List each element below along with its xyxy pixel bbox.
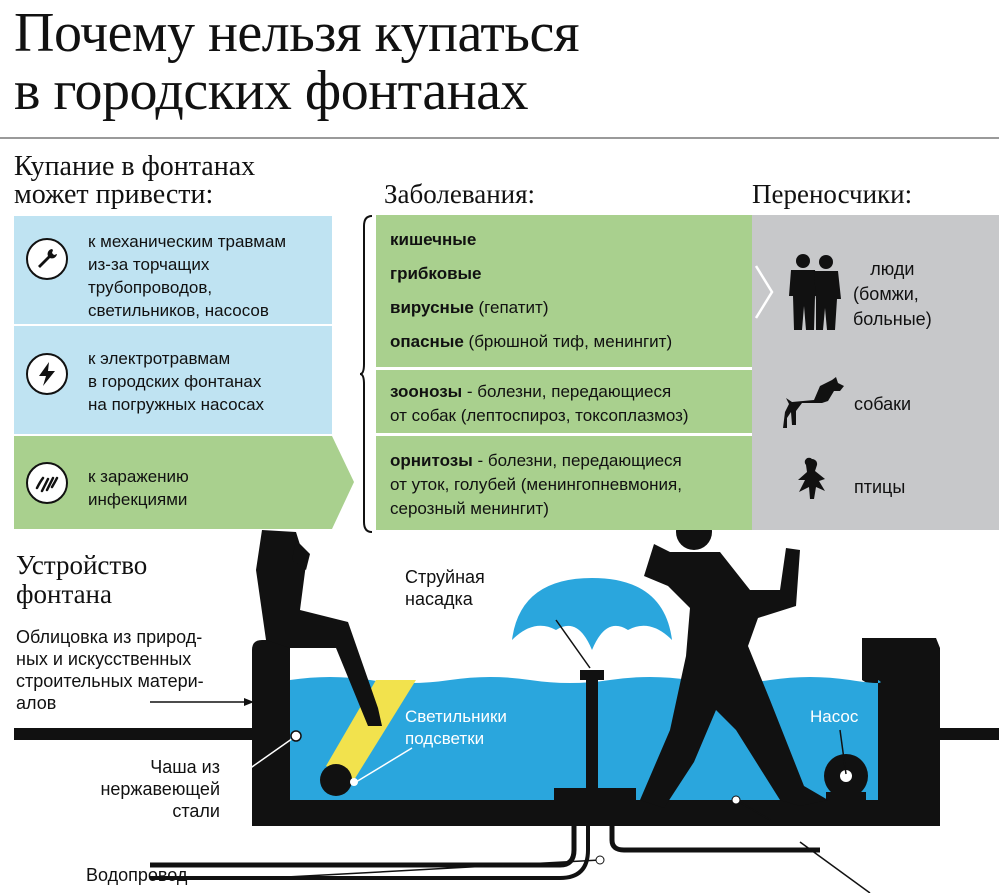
lights-label: Светильники подсветки xyxy=(405,707,507,748)
nozzle-label: Струйная насадка xyxy=(405,567,485,609)
carrier-arrow xyxy=(754,265,774,319)
injury-mechanical: к механическим травмам из-за торчащих тр… xyxy=(88,232,287,320)
infection-text: к заражению инфекциями xyxy=(88,467,189,509)
bacteria-icon xyxy=(26,462,68,504)
title-divider xyxy=(0,137,999,139)
carrier-people: люди (бомжи, больные) xyxy=(853,259,932,329)
bird-icon xyxy=(798,457,825,499)
bowl-label: Чаша из нержавеющей стали xyxy=(100,757,220,821)
water-pipe-label: Водопровод xyxy=(86,865,188,885)
carriers-heading: Переносчики: xyxy=(752,179,913,209)
injury-divider xyxy=(14,324,332,326)
people-icon xyxy=(789,254,841,330)
carriers-panel xyxy=(752,215,999,530)
disease-group-zoonoses: зоонозы - болезни, передающиеся от собак… xyxy=(390,382,689,425)
lightning-icon xyxy=(26,353,68,395)
cladding-label: Облицовка из природ- ных и искусственных… xyxy=(16,627,204,713)
wrench-icon xyxy=(26,238,68,280)
diseases-heading: Заболевания: xyxy=(384,179,536,209)
fountain-heading: Устройство фонтана xyxy=(16,550,148,609)
disease-group-common: кишечные грибковые вирусные (гепатит) оп… xyxy=(390,230,673,351)
infection-panel xyxy=(14,436,354,529)
pump-label: Насос xyxy=(810,707,859,726)
consequences-heading: Купание в фонтанах может привести: xyxy=(14,151,256,210)
injury-electrical: к электротравмам в городских фонтанах на… xyxy=(88,349,265,414)
diseases-panel xyxy=(376,215,772,530)
page-title: Почему нельзя купаться в городских фонта… xyxy=(14,2,580,122)
disease-group-ornithoses: орнитозы - болезни, передающиеся от уток… xyxy=(390,451,682,518)
fountain-diagram xyxy=(14,530,999,893)
carrier-dogs: собаки xyxy=(854,394,912,414)
dog-icon xyxy=(783,377,844,428)
carrier-birds: птицы xyxy=(854,477,906,497)
disease-bracket xyxy=(360,215,373,533)
